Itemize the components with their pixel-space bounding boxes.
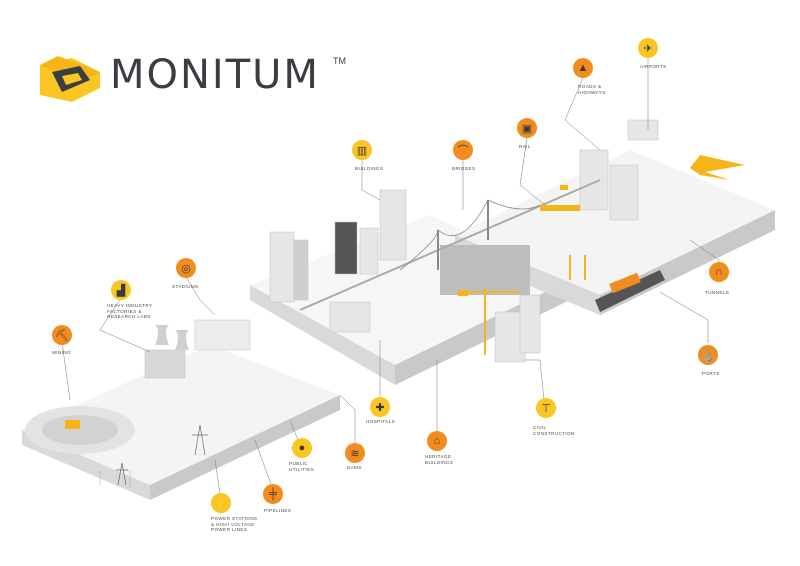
heritage-buildings-label: HERITAGE BUILDINGS	[425, 454, 454, 465]
pipelines-callout-icon: ╪	[263, 484, 283, 504]
civil-construction-label: CIVIL CONSTRUCTION	[533, 425, 575, 436]
heritage-buildings-callout-icon: ⌂	[427, 431, 447, 451]
ports-callout-icon: ⚓	[698, 345, 718, 365]
brand-trademark: TM	[333, 56, 346, 66]
leader-lines	[61, 58, 720, 501]
civil-construction-callout-icon: ⊤	[536, 398, 556, 418]
roads-callout-icon: ▲	[573, 58, 593, 78]
public-utilities-callout-icon: ●	[292, 438, 312, 458]
power-stations-callout-icon: ⚡	[211, 493, 231, 513]
power-pylons	[116, 424, 208, 486]
mining-callout-icon: ⛏	[52, 325, 72, 345]
wind-turbines	[99, 470, 131, 488]
dams-label: DAMS	[347, 465, 362, 470]
mining-label: MINING	[52, 350, 71, 355]
monitum-logo-icon	[40, 56, 100, 102]
public-utilities-label: PUBLIC UTILITIES	[289, 461, 315, 472]
roads-label: ROADS & HIGHWAYS	[578, 84, 606, 95]
cargo-ship	[595, 270, 665, 312]
heavy-industry-callout-icon: ▟	[111, 280, 131, 300]
airplane	[690, 155, 745, 180]
cooling-towers	[155, 325, 189, 350]
tunnels-label: TUNNELS	[705, 290, 730, 295]
buildings-label: BUILDINGS	[355, 166, 384, 171]
hospitals-label: HOSPITALS	[366, 419, 396, 424]
platform-left	[22, 345, 340, 500]
pipelines-label: PIPELINES	[264, 508, 292, 513]
stadiums-callout-icon: ◎	[176, 258, 196, 278]
ports-label: PORTS	[702, 371, 720, 376]
vehicles	[65, 185, 580, 429]
cranes	[462, 255, 586, 355]
bridges-callout-icon: ⌒	[453, 140, 473, 160]
power-stations-label: POWER STATIONS & HIGH VOLTAGE POWER LINE…	[211, 516, 258, 533]
buildings-callout-icon: ▥	[352, 140, 372, 160]
brand-name: MONITUM	[110, 52, 320, 98]
city-towers	[144, 119, 659, 379]
heavy-industry-label: HEAVY INDUSTRY FACTORIES & RESEARCH LABS	[107, 303, 153, 320]
rail-label: RAIL	[519, 144, 531, 149]
suspension-bridge	[299, 179, 601, 311]
airports-callout-icon: ✈	[638, 38, 658, 58]
hospitals-callout-icon: ✚	[370, 397, 390, 417]
stadiums-label: STADIUMS	[172, 284, 199, 289]
dams-callout-icon: ≋	[345, 443, 365, 463]
rail-callout-icon: ▣	[517, 118, 537, 138]
bridges-label: BRIDGES	[452, 166, 476, 171]
airports-label: AIRPORTS	[640, 64, 667, 69]
tunnels-callout-icon: ∩	[709, 262, 729, 282]
